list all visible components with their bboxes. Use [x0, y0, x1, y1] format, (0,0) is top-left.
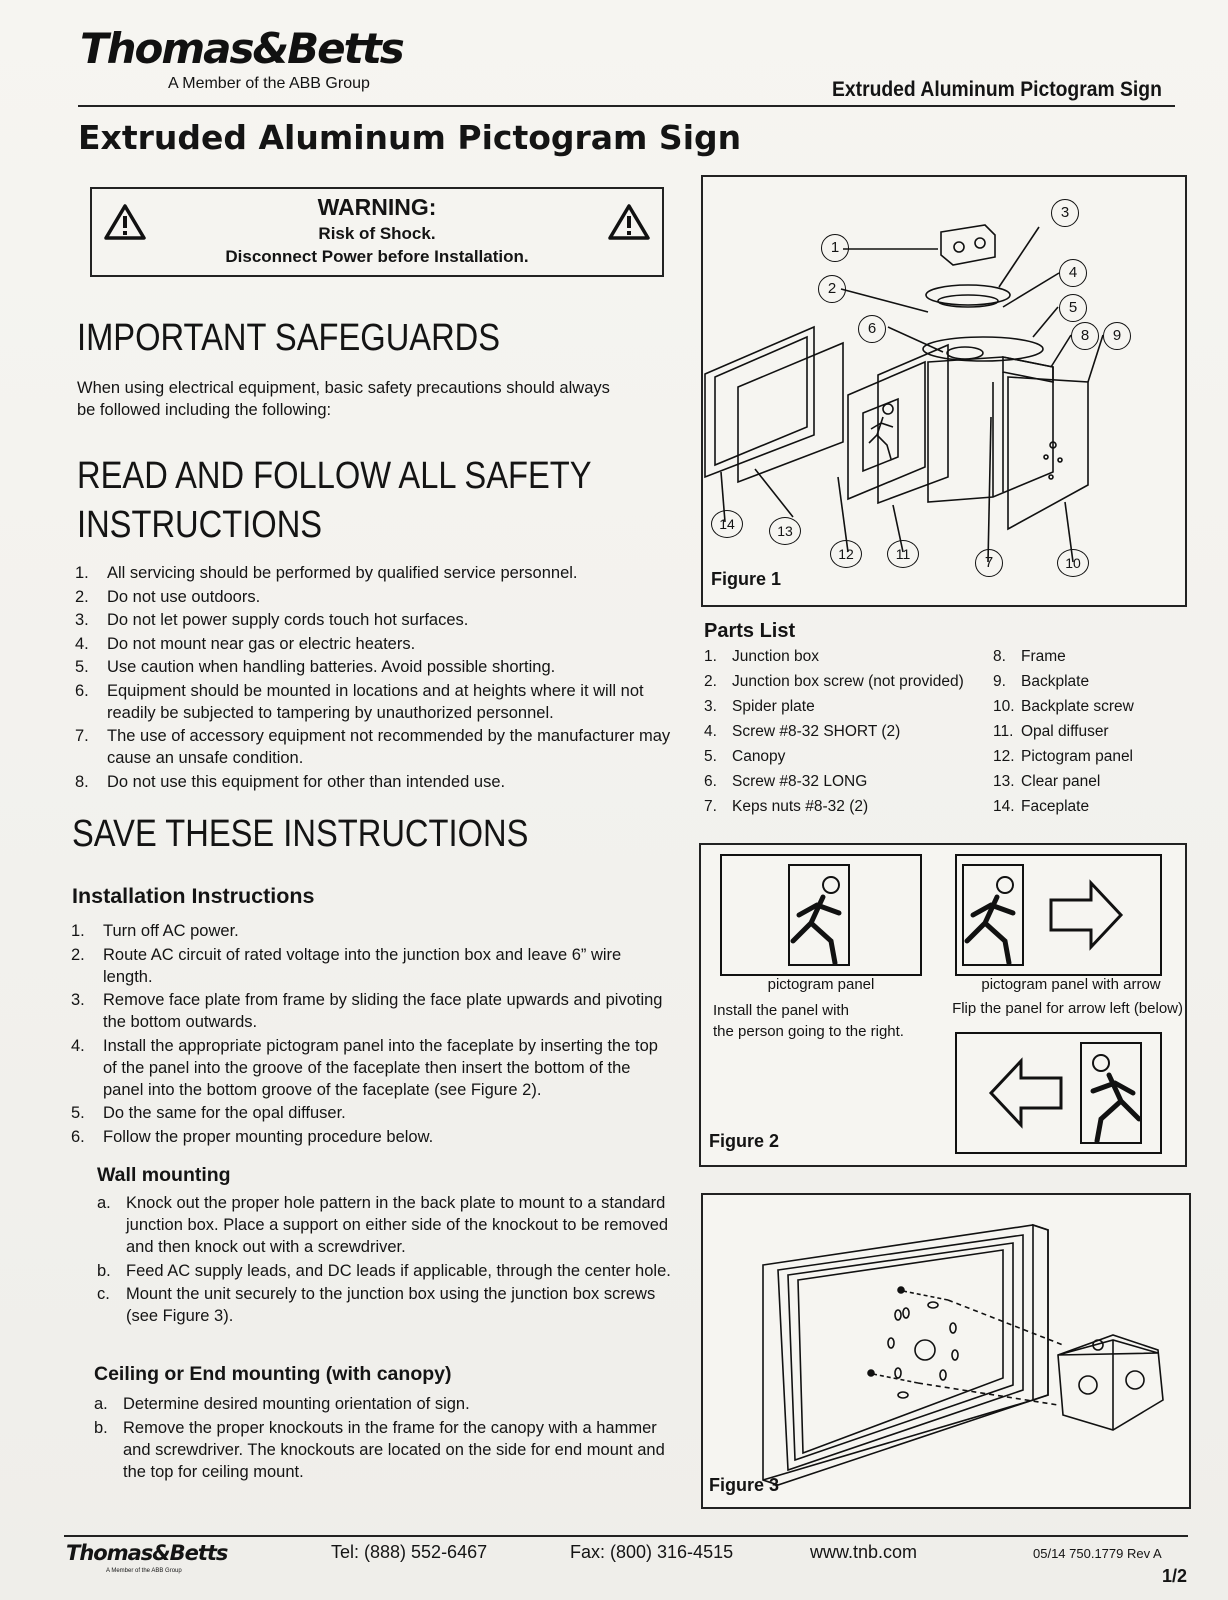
flip-note: Flip the panel for arrow left (below): [952, 1000, 1183, 1017]
figure-3-box: Figure 3: [701, 1193, 1191, 1509]
callout: 5: [1059, 294, 1087, 322]
list-item: 8.Do not use this equipment for other th…: [75, 772, 506, 791]
safety-list: 1.All servicing should be performed by q…: [75, 562, 675, 794]
parts-list-col-1: 1.Junction box 2.Junction box screw (not…: [704, 645, 994, 820]
installation-heading: Installation Instructions: [72, 884, 315, 908]
callout: 12: [830, 540, 862, 568]
footer-logo: Thomas&Betts: [66, 1541, 228, 1565]
footer-logo-subtitle: A Member of the ABB Group: [106, 1568, 182, 1574]
save-instructions-heading: SAVE THESE INSTRUCTIONS: [72, 813, 529, 855]
list-item: 6.Screw #8-32 LONG: [704, 773, 868, 790]
warning-box: WARNING: Risk of Shock. Disconnect Power…: [90, 187, 664, 277]
list-item: 1.Turn off AC power.: [71, 922, 239, 940]
safety-heading: INSTRUCTIONS: [77, 504, 323, 546]
brand-subtitle: A Member of the ABB Group: [168, 75, 370, 92]
callout: 14: [711, 510, 743, 538]
list-item: 6.Equipment should be mounted in locatio…: [75, 681, 644, 722]
list-item: 4.Do not mount near gas or electric heat…: [75, 634, 416, 653]
list-item: 6.Follow the proper mounting procedure b…: [71, 1127, 434, 1146]
list-item: 1.Junction box: [704, 648, 820, 665]
ceiling-mounting-heading: Ceiling or End mounting (with canopy): [94, 1363, 452, 1385]
list-item: 2.Junction box screw (not provided): [704, 673, 964, 690]
pictogram-panels-diagram: [720, 854, 1162, 1154]
footer-fax: Fax: (800) 316-4515: [570, 1542, 734, 1562]
figure-3-label: Figure 3: [709, 1475, 780, 1495]
install-note: Install the panel with the person going …: [713, 1000, 904, 1042]
list-item: 2.Route AC circuit of rated voltage into…: [71, 945, 622, 986]
exploded-assembly-diagram: [704, 224, 1104, 563]
list-item: b.Remove the proper knockouts in the fra…: [94, 1418, 665, 1481]
list-item: 2.Do not use outdoors.: [75, 587, 261, 606]
list-item: b.Feed AC supply leads, and DC leads if …: [97, 1261, 671, 1280]
list-item: a.Knock out the proper hole pattern in t…: [97, 1194, 669, 1256]
callout: 13: [769, 517, 801, 545]
note-line: the person going to the right.: [713, 1023, 904, 1040]
footer-tel: Tel: (888) 552-6467: [331, 1542, 488, 1562]
callout: 9: [1103, 322, 1131, 350]
list-item: 7.Keps nuts #8-32 (2): [704, 798, 869, 815]
wall-mounting-heading: Wall mounting: [97, 1164, 231, 1186]
list-item: c.Mount the unit securely to the junctio…: [97, 1285, 656, 1325]
warning-triangle-icon: [608, 204, 650, 240]
warning-triangle-icon: [104, 204, 146, 240]
figure-2-label: Figure 2: [709, 1131, 780, 1151]
warning-line: Disconnect Power before Installation.: [225, 247, 529, 266]
footer-website: www.tnb.com: [810, 1542, 918, 1562]
pictogram-panel-caption: pictogram panel: [767, 976, 875, 993]
parts-list-col-2: 8.Frame 9.Backplate 10.Backplate screw 1…: [993, 645, 1183, 820]
footer-page-number: 1/2: [1162, 1566, 1188, 1586]
callout: 3: [1051, 199, 1079, 227]
list-item: 4.Screw #8-32 SHORT (2): [704, 723, 901, 740]
safety-heading: READ AND FOLLOW ALL SAFETY: [77, 455, 592, 497]
warning-line: Risk of Shock.: [318, 224, 436, 243]
wall-mounting-diagram: [762, 1223, 1164, 1486]
brand-logo: Thomas&Betts: [80, 24, 405, 73]
ceiling-mounting-list: a.Determine desired mounting orientation…: [94, 1393, 669, 1484]
callout: 4: [1059, 259, 1087, 287]
installation-list: 1.Turn off AC power. 2.Route AC circuit …: [71, 920, 671, 1149]
header-doc-title: Extruded Aluminum Pictogram Sign: [832, 78, 1162, 101]
warning-title: WARNING:: [317, 194, 437, 220]
footer-rule: [64, 1535, 1188, 1537]
figure-1-label: Figure 1: [711, 569, 782, 589]
list-item: 12.Pictogram panel: [993, 748, 1134, 765]
list-item: 8.Frame: [993, 648, 1066, 665]
list-item: 1.All servicing should be performed by q…: [75, 564, 578, 582]
list-item: 5.Do the same for the opal diffuser.: [71, 1104, 346, 1122]
header-rule: [78, 105, 1175, 107]
callout: 1: [821, 234, 849, 262]
safeguards-heading: IMPORTANT SAFEGUARDS: [77, 317, 501, 359]
callout: 7: [975, 549, 1003, 577]
list-item: 5.Use caution when handling batteries. A…: [75, 658, 556, 676]
safeguards-intro: When using electrical equipment, basic s…: [77, 377, 677, 421]
list-item: 5.Canopy: [704, 748, 786, 765]
page-title: Extruded Aluminum Pictogram Sign: [78, 118, 742, 157]
list-item: 13.Clear panel: [993, 773, 1101, 790]
list-item: 9.Backplate: [993, 673, 1090, 690]
callout: 10: [1057, 549, 1089, 577]
list-item: 14.Faceplate: [993, 798, 1090, 815]
list-item: 11.Opal diffuser: [993, 723, 1109, 740]
list-item: 3.Remove face plate from frame by slidin…: [71, 991, 663, 1031]
wall-mounting-list: a.Knock out the proper hole pattern in t…: [97, 1192, 672, 1329]
parts-list-title: Parts List: [704, 620, 796, 642]
figure-2-box: pictogram panel pictogram panel with arr…: [699, 843, 1187, 1167]
callout: 2: [818, 275, 846, 303]
list-item: a.Determine desired mounting orientation…: [94, 1395, 470, 1413]
list-item: 7.The use of accessory equipment not rec…: [75, 727, 671, 767]
footer-doc-number: 05/14 750.1779 Rev A: [1033, 1546, 1162, 1561]
list-item: 4.Install the appropriate pictogram pane…: [71, 1036, 658, 1099]
list-item: 10.Backplate screw: [993, 698, 1134, 715]
intro-line: When using electrical equipment, basic s…: [77, 379, 610, 397]
intro-line: be followed including the following:: [77, 401, 332, 419]
callout: 11: [887, 540, 919, 568]
figure-1-box: 1 2 3 4 5 6 7 8 9 10 11 12 13 14 Figure …: [701, 175, 1187, 607]
callout: 8: [1071, 322, 1099, 350]
pictogram-arrow-caption: pictogram panel with arrow: [981, 976, 1161, 993]
list-item: 3.Spider plate: [704, 698, 815, 715]
callout: 6: [858, 315, 886, 343]
list-item: 3.Do not let power supply cords touch ho…: [75, 611, 469, 629]
note-line: Install the panel with: [713, 1002, 849, 1019]
